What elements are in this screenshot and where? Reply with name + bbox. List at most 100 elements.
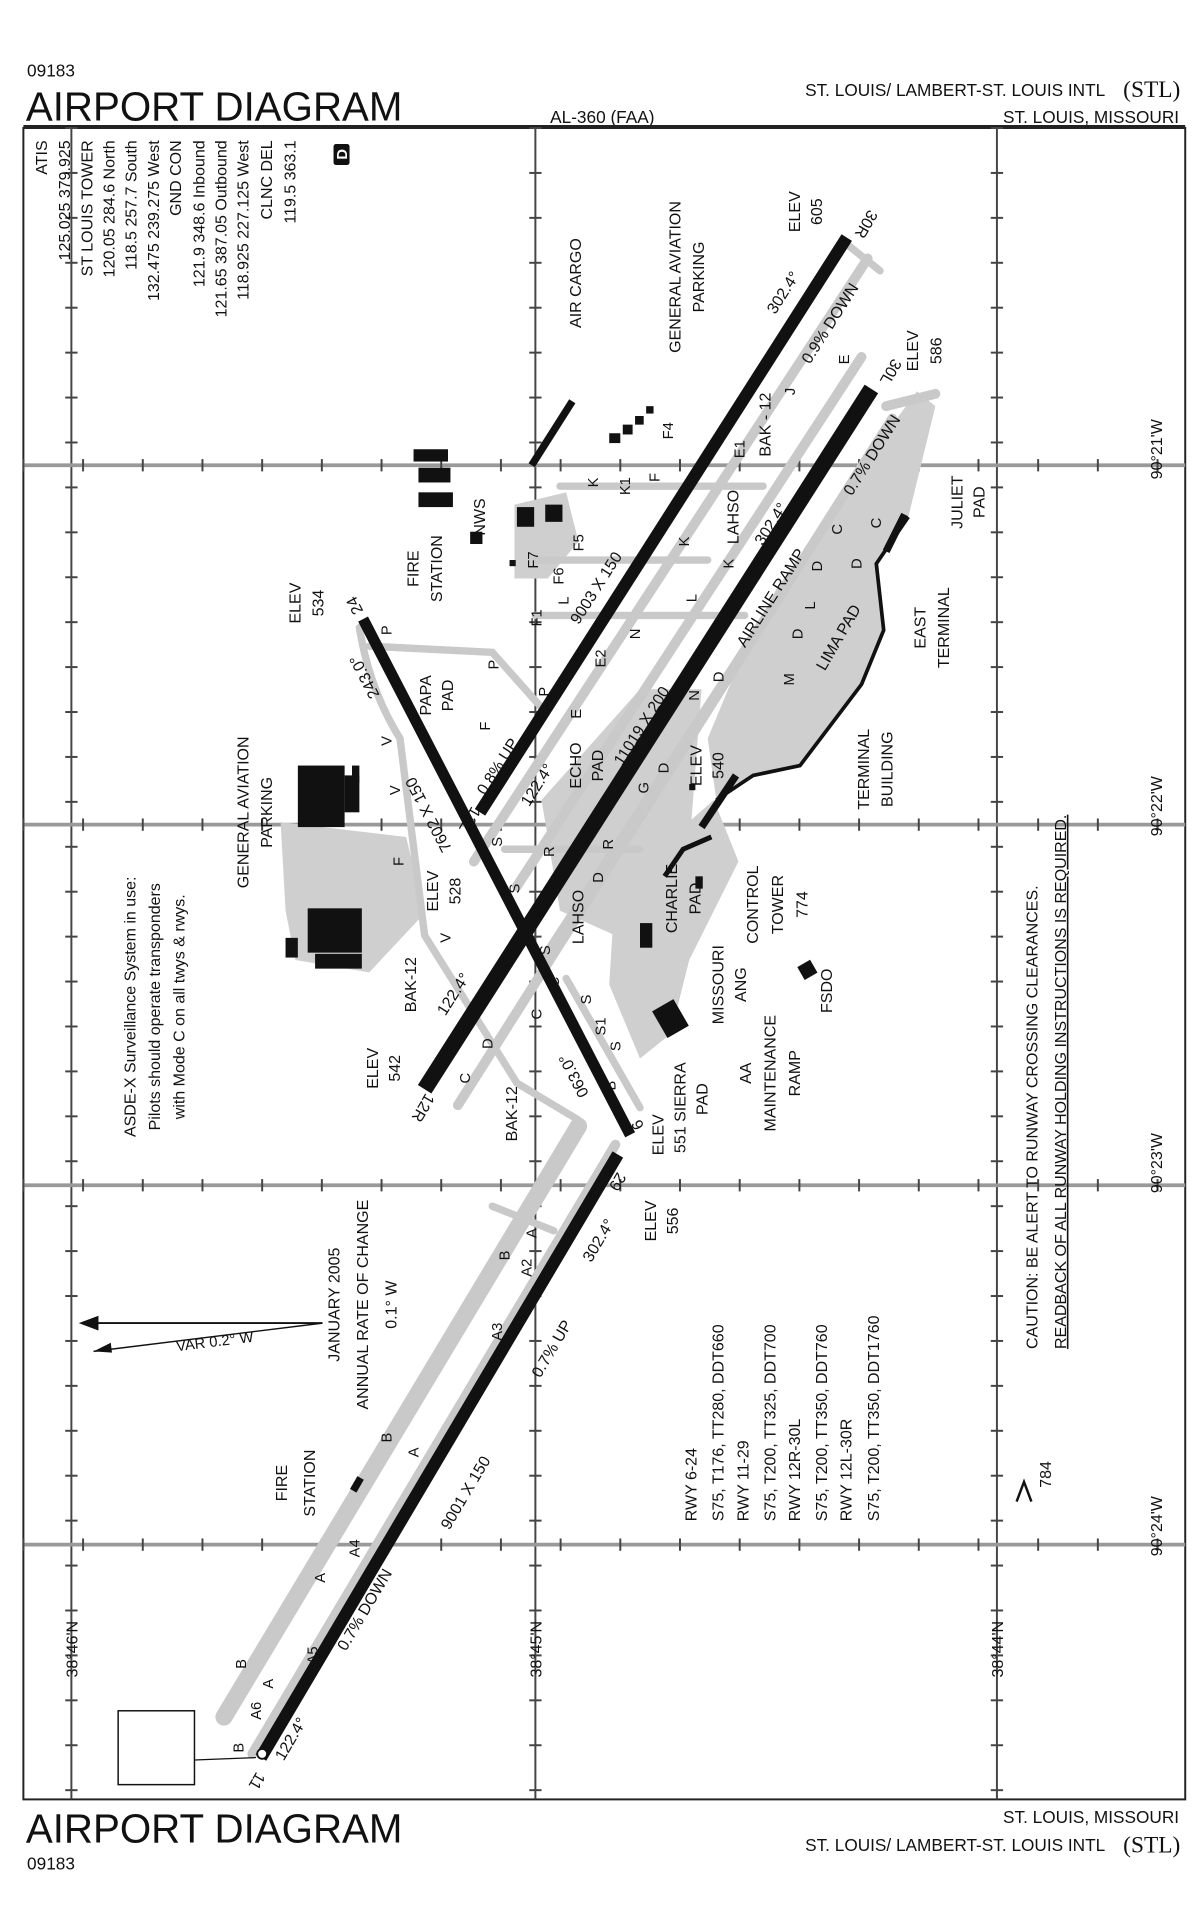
comm-frequency-line: ATIS	[34, 140, 51, 174]
elev-label: 605	[809, 198, 826, 225]
ga-hangar	[352, 765, 360, 783]
fire-station-building	[509, 560, 516, 567]
footer: AIRPORT DIAGRAM 09183 ST. LOUIS, MISSOUR…	[26, 1805, 1180, 1873]
taxiway-label: N	[628, 629, 644, 640]
ga-hangar	[315, 953, 362, 969]
taxiway-label: F7	[526, 551, 542, 568]
obstacle-elevation: 784	[1038, 1461, 1055, 1488]
variation-label: VAR 0.2° W	[175, 1330, 254, 1355]
taxiway-label: S	[507, 884, 523, 894]
taxiway-label: B	[232, 1743, 248, 1753]
magnetic-arrow-icon	[93, 1342, 112, 1353]
taxiway-label: E2	[594, 649, 610, 667]
taxiway-v	[355, 624, 583, 1124]
charlie-pad-label: PAD	[687, 883, 704, 915]
ga-parking-label: GENERAL AVIATION	[668, 201, 685, 353]
papa-pad-label: PAPA	[418, 675, 435, 716]
taxiway-label: A6	[249, 1702, 265, 1720]
taxiway-label: K1	[618, 477, 634, 495]
d-badge	[333, 144, 350, 165]
nws-building	[470, 531, 483, 545]
arresting-gear-label: BAK-12	[403, 957, 420, 1012]
elev-label: 556	[665, 1207, 682, 1234]
taxiway-label: A4	[347, 1539, 363, 1557]
ga-parking-buildings-top	[609, 406, 654, 444]
facility-labels: ASDE-X Surveillance System in use:Pilots…	[65, 191, 1166, 1770]
fire-station-label: STATION	[302, 1450, 319, 1517]
elev-label: 528	[447, 878, 464, 905]
juliet-pad-label: JULIET	[949, 475, 966, 529]
taxiway-label: D	[656, 763, 672, 774]
field-elevation-point	[256, 1748, 269, 1760]
lat-long-grid	[22, 127, 1186, 1800]
runway-info-name: RWY 11-29	[735, 1440, 752, 1521]
comm-frequency-line: 121.65 387.05 Outbound	[213, 140, 230, 317]
magnetic-variation: VAR 0.2° W	[78, 1315, 323, 1355]
d-badge-label: D	[335, 149, 351, 160]
taxiway-label: F	[648, 473, 664, 482]
ga-hangar	[285, 937, 298, 958]
taxiway-label: M	[782, 673, 798, 685]
footer-chart-number: 09183	[27, 1854, 75, 1874]
taxiway-label: S	[608, 1041, 624, 1051]
comm-frequency-line: 125.025 379.925	[57, 140, 74, 260]
taxiway-label: A	[261, 1679, 277, 1689]
taxiway-label: C	[530, 1008, 546, 1019]
variation-note: ANNUAL RATE OF CHANGE	[355, 1200, 372, 1410]
taxiway-d	[537, 427, 890, 964]
caution-note: CAUTION: BE ALERT TO RUNWAY CROSSING CLE…	[1025, 885, 1042, 1349]
elev-label: ELEV	[787, 191, 804, 232]
rwy-end-30l: 30L	[876, 356, 904, 388]
taxiway-label: R	[542, 846, 558, 857]
city-state: ST. LOUIS, MISSOURI	[1003, 107, 1179, 127]
ga-parking-label: PARKING	[691, 242, 708, 313]
sierra-pad-label: 551 SIERRA	[673, 1062, 690, 1153]
comm-frequency-line: 119.5 363.1	[282, 140, 299, 223]
taxiway-a2	[488, 1202, 558, 1235]
taxiway-label: P	[486, 660, 502, 670]
charlie-apron	[609, 800, 739, 1059]
taxiway-label: D	[810, 561, 826, 572]
east-terminal-building	[882, 512, 908, 554]
cargo-building	[418, 467, 451, 483]
taxiway-label: L	[803, 601, 819, 609]
papa-pad-label: PAD	[440, 680, 457, 712]
taxiway-label: S	[490, 837, 506, 847]
taxiway-label: V	[379, 736, 395, 746]
footer-airport-id: (STL)	[1123, 1832, 1180, 1858]
taxiway-label: E1	[733, 440, 749, 458]
variation-note: 0.1° W	[383, 1280, 400, 1329]
page-title: AIRPORT DIAGRAM	[26, 84, 403, 130]
juliet-pad-label: PAD	[972, 486, 989, 518]
comm-frequency-line: 132.475 239.275 West	[146, 140, 163, 301]
airport-id: (STL)	[1123, 77, 1180, 103]
aa-maintenance-label: RAMP	[787, 1050, 804, 1096]
taxiway-label: S1	[594, 1017, 610, 1035]
charlie-pad-label: CHARLIE	[664, 864, 681, 933]
latitude-label: 38°44'N	[990, 1621, 1007, 1678]
taxiway-label: B	[234, 1659, 250, 1669]
rwy-11-29-hdg-b: 302.4°	[580, 1216, 618, 1265]
procedure-id: AL-360 (FAA)	[550, 107, 654, 127]
concourse	[698, 773, 740, 830]
taxiway-label: D	[790, 629, 806, 640]
taxiway-label: B	[603, 1080, 619, 1090]
building	[695, 876, 703, 889]
taxiway-label: E	[837, 354, 853, 364]
runway-11-29	[255, 1151, 624, 1761]
obstacle-icon	[1015, 1478, 1033, 1502]
taxiway-label: F	[392, 857, 408, 866]
taxiway-c-end	[881, 388, 941, 412]
sierra-pad-label: ELEV	[650, 1114, 667, 1155]
cargo-building	[413, 449, 448, 462]
taxiway-label: V	[438, 933, 454, 943]
elev-label: ELEV	[905, 330, 922, 371]
control-tower-building	[689, 784, 696, 791]
taxiway-e-k	[512, 352, 867, 892]
elev-label: 542	[387, 1055, 404, 1082]
chart-number: 09183	[27, 60, 75, 80]
taxiway-label: V	[388, 785, 404, 795]
runways	[255, 234, 879, 1761]
